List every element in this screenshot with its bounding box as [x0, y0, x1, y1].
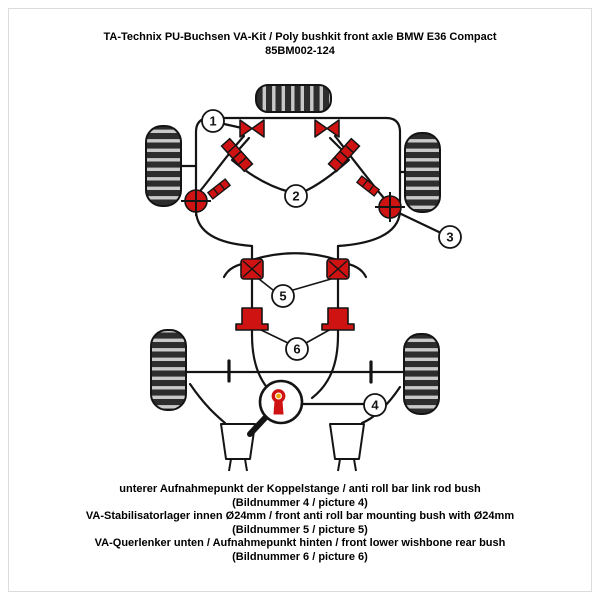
legend-picture-ref: (Bildnummer 6 / picture 6)	[232, 550, 368, 563]
link-rod-detail	[273, 400, 284, 415]
wishbone-rear-bush-right	[321, 307, 355, 331]
callout3-line	[397, 211, 443, 235]
legend-description: unterer Aufnahmepunkt der Koppelstange /…	[119, 483, 481, 495]
tire-front-right	[404, 132, 441, 213]
front-control-arm-bushes	[239, 119, 340, 138]
rear-axle-mounts	[227, 359, 373, 384]
arb-mount-bush-right	[326, 258, 350, 280]
callouts: 1 2 3 4 5 6	[201, 109, 462, 417]
callout-2: 2	[284, 184, 308, 208]
callout-4: 4	[363, 393, 387, 417]
product-sku: 85BM002-124	[265, 45, 335, 57]
magnifier-icon	[247, 379, 304, 437]
rail-right-top	[336, 210, 402, 248]
svg-text:4: 4	[371, 398, 379, 413]
arb-link-bar-right	[327, 137, 361, 173]
callout-6: 6	[285, 337, 309, 361]
front-bush-left	[239, 119, 265, 138]
legend-picture-ref: (Bildnummer 5 / picture 5)	[232, 523, 368, 536]
wishbone-hub-right	[375, 192, 405, 222]
arb-bar-mid	[250, 252, 340, 262]
legend-description: VA-Querlenker unten / Aufnahmepunkt hint…	[94, 537, 506, 549]
svg-text:5: 5	[279, 289, 286, 304]
tire-rear-left	[150, 329, 187, 411]
legend-item: VA-Querlenker unten / Aufnahmepunkt hint…	[0, 537, 600, 564]
tire-rear-right	[403, 333, 440, 415]
tie-rod-bush-right	[355, 175, 381, 197]
legend: unterer Aufnahmepunkt der Koppelstange /…	[0, 483, 600, 564]
svg-text:3: 3	[446, 230, 453, 245]
control-arm-right	[333, 134, 385, 199]
spare-tire	[255, 84, 332, 113]
legend-item: VA-Stabilisatorlager innen Ø24mm / front…	[0, 510, 600, 537]
control-arm-left	[198, 134, 246, 193]
front-subframe	[194, 116, 402, 214]
callout1-line	[222, 122, 244, 130]
link-rod-center-dot	[276, 393, 281, 399]
front-bush-right	[314, 119, 340, 138]
callout-connectors	[258, 278, 332, 344]
wishbone-rear-bush-left	[235, 307, 269, 331]
wishbone-hub-left	[181, 186, 211, 216]
chassis-outline	[179, 116, 443, 425]
rear-mount-left	[220, 423, 256, 460]
tire-front-left	[145, 125, 182, 207]
arb-link-bar-left	[220, 137, 254, 173]
callout-5: 5	[271, 284, 295, 308]
product-title: TA-Technix PU-Buchsen VA-Kit / Poly bush…	[103, 31, 497, 43]
legend-description: VA-Stabilisatorlager innen Ø24mm / front…	[85, 510, 515, 522]
header: TA-Technix PU-Buchsen VA-Kit / Poly bush…	[0, 30, 600, 58]
rear-mount-right	[329, 423, 365, 460]
trailing-arm-left	[188, 382, 227, 425]
tie-rod-bush-left	[206, 178, 232, 200]
rear-mounts	[220, 423, 365, 472]
rail-right	[310, 244, 340, 400]
legend-item: unterer Aufnahmepunkt der Koppelstange /…	[0, 483, 600, 510]
svg-text:1: 1	[209, 114, 216, 129]
arb-mount-bush-left	[240, 258, 264, 280]
legend-picture-ref: (Bildnummer 4 / picture 4)	[232, 496, 368, 509]
svg-text:6: 6	[293, 342, 300, 357]
callout-3: 3	[438, 225, 462, 249]
rail-left-top	[194, 210, 254, 248]
rear-mount-legs	[228, 458, 357, 472]
svg-text:2: 2	[292, 189, 299, 204]
link-rod-eye	[271, 389, 286, 403]
callout-1: 1	[201, 109, 225, 133]
